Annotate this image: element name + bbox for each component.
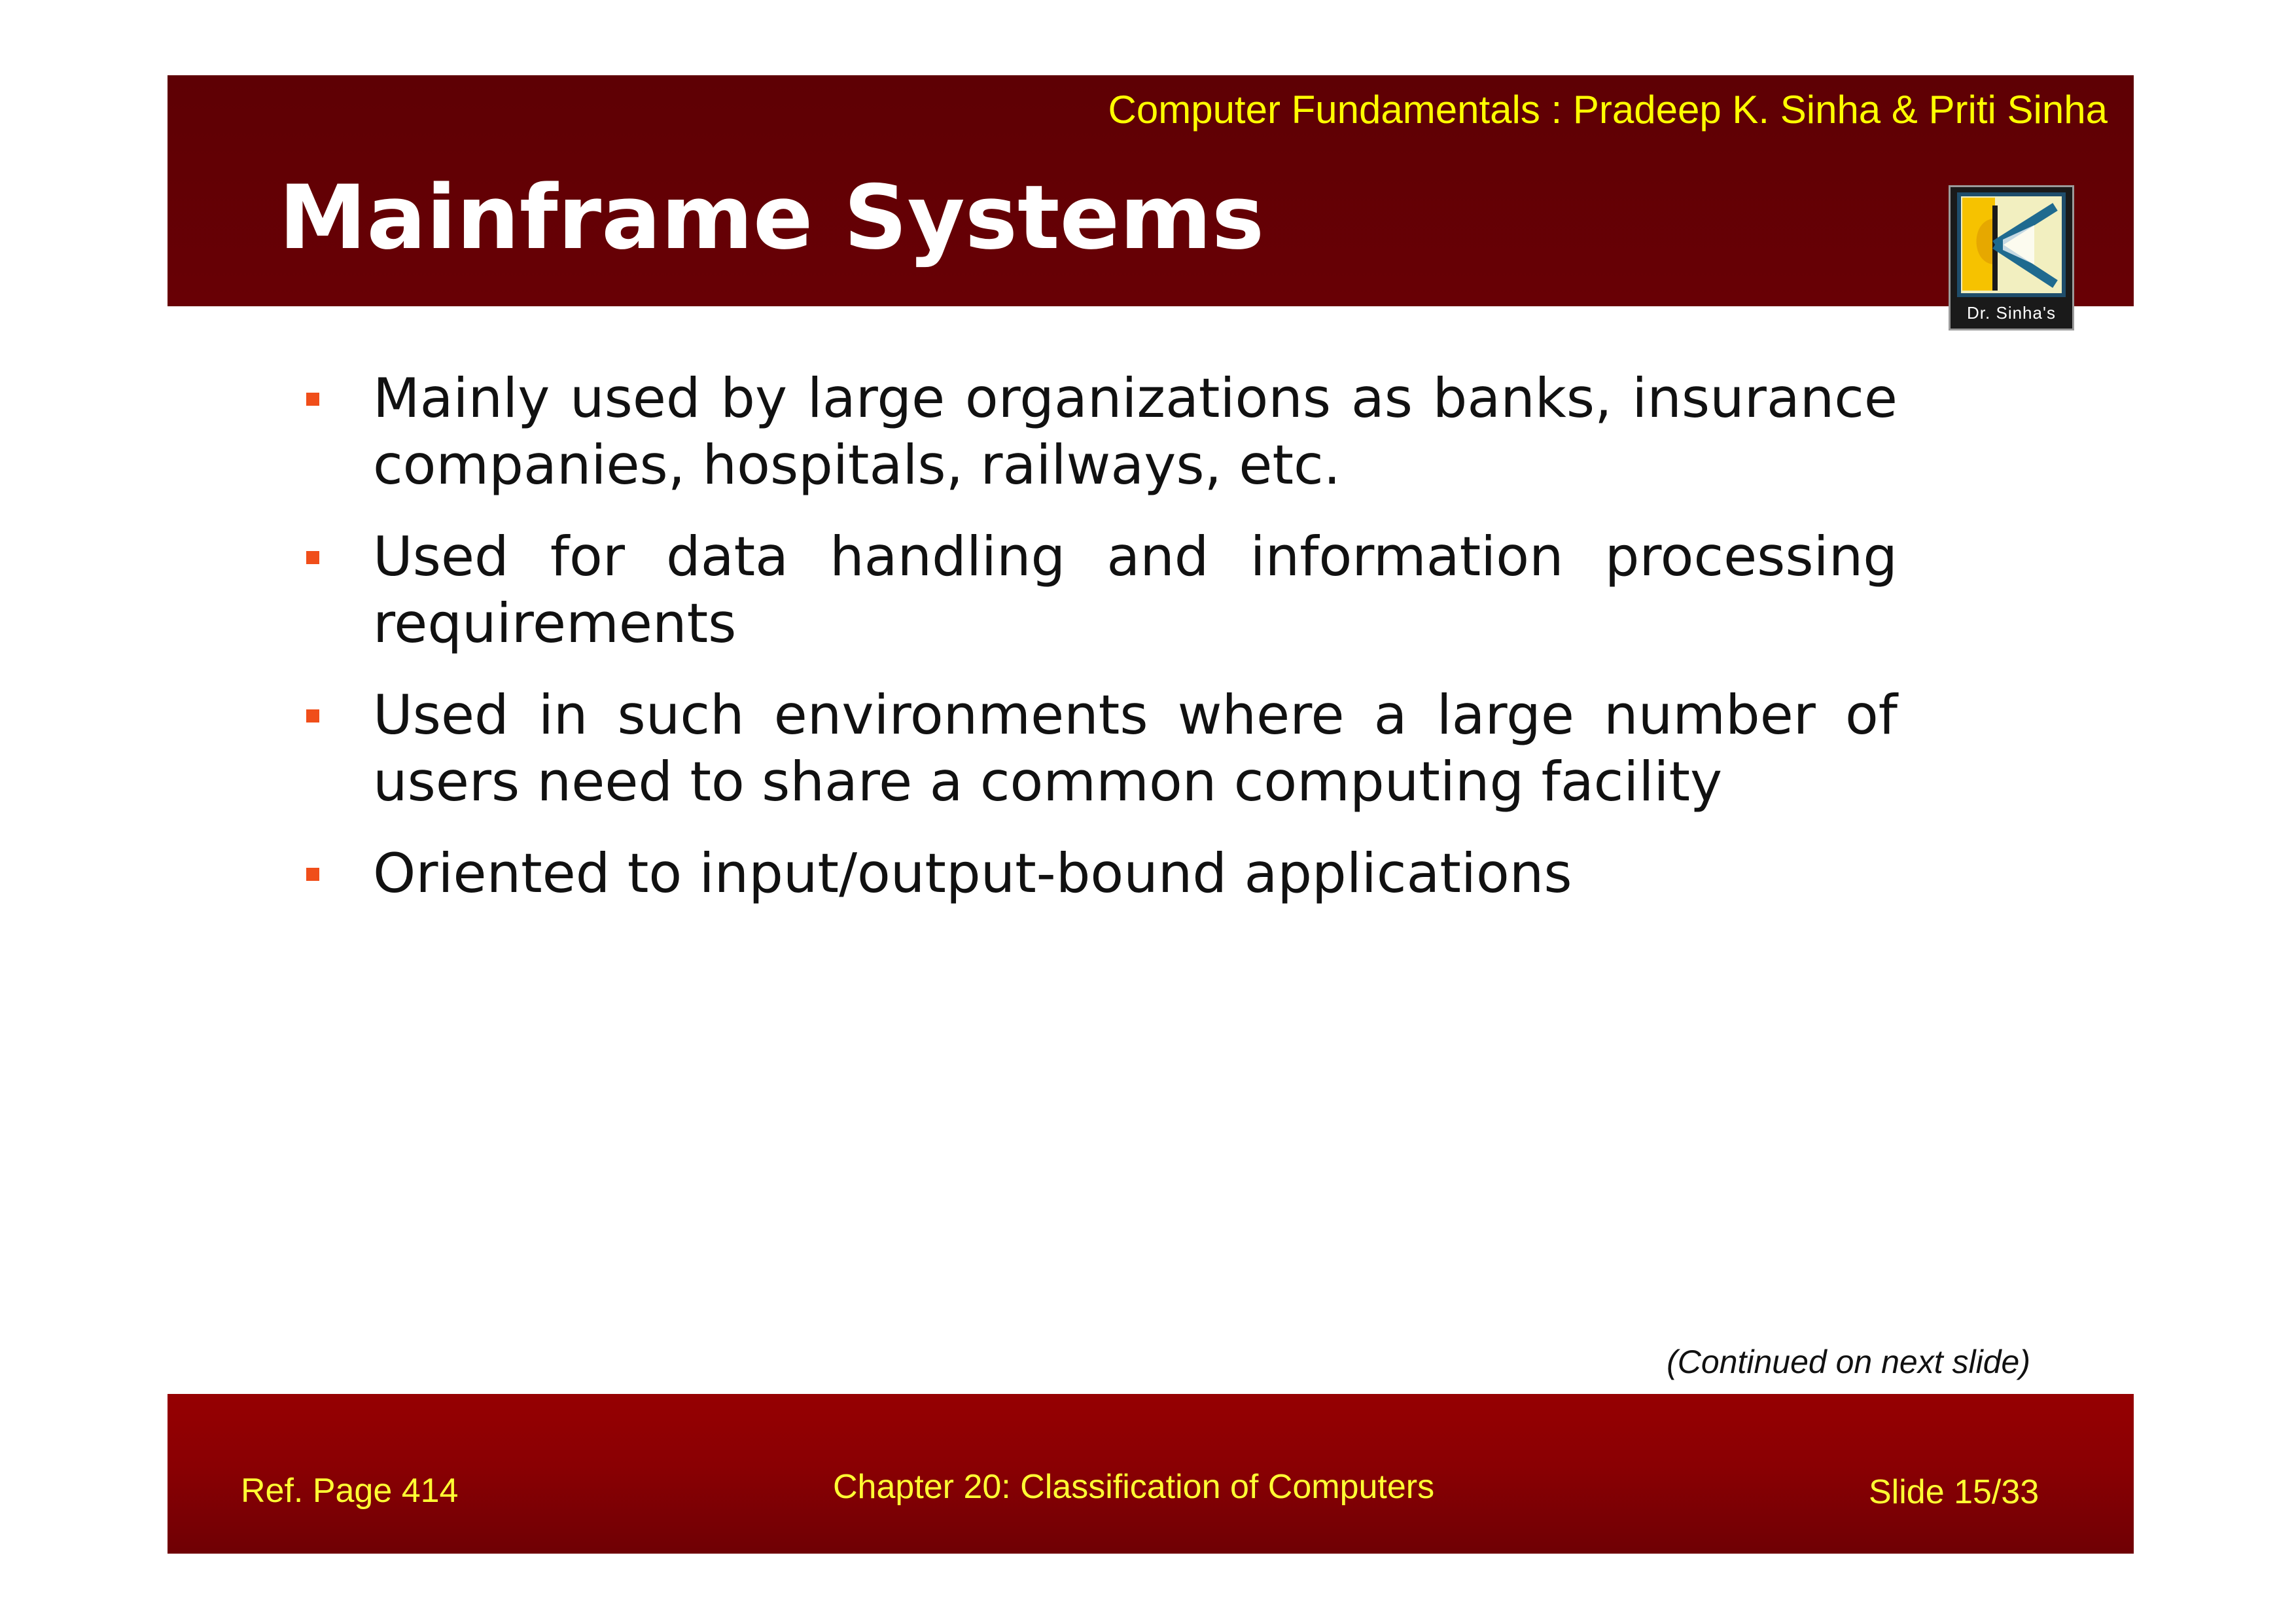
ref-page-label: Ref. Page 414	[241, 1472, 459, 1510]
bullet-text: Used for data handling and information p…	[373, 525, 1898, 655]
page-title: Mainframe Systems	[279, 166, 1265, 269]
list-item: Used in such environments where a large …	[301, 682, 1898, 815]
slide-number: Slide 15/33	[1869, 1473, 2040, 1511]
square-bullet-icon	[306, 393, 319, 406]
book-credit: Computer Fundamentals : Pradeep K. Sinha…	[1108, 88, 2108, 132]
bullet-text: Oriented to input/output-bound applicati…	[373, 842, 1572, 905]
bullet-list: Mainly used by large organizations as ba…	[301, 365, 1898, 932]
slide-footer: Ref. Page 414 Chapter 20: Classification…	[168, 1394, 2134, 1554]
dr-sinhas-logo-icon: Dr. Sinha's	[1949, 185, 2074, 330]
bullet-text: Used in such environments where a large …	[373, 683, 1898, 813]
chapter-label: Chapter 20: Classification of Computers	[833, 1468, 1435, 1506]
logo-graphic	[1957, 192, 2066, 297]
square-bullet-icon	[306, 709, 319, 722]
continued-note: (Continued on next slide)	[1667, 1344, 2030, 1380]
square-bullet-icon	[306, 551, 319, 564]
list-item: Used for data handling and information p…	[301, 524, 1898, 657]
slide-header: Computer Fundamentals : Pradeep K. Sinha…	[168, 75, 2134, 306]
bullet-text: Mainly used by large organizations as ba…	[373, 366, 1898, 497]
list-item: Mainly used by large organizations as ba…	[301, 365, 1898, 499]
logo-caption: Dr. Sinha's	[1967, 303, 2056, 323]
list-item: Oriented to input/output-bound applicati…	[301, 840, 1898, 907]
square-bullet-icon	[306, 868, 319, 881]
